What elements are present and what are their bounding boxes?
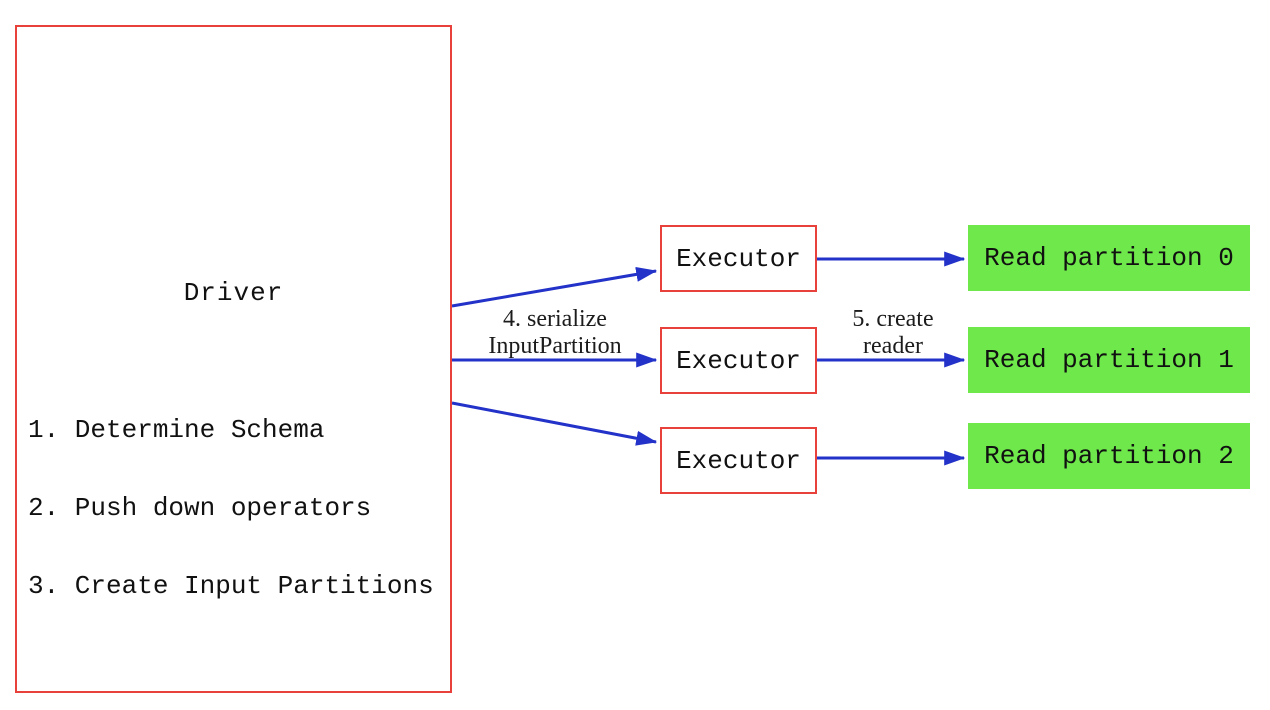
arrow-label-create-reader-line2: reader: [863, 333, 923, 359]
arrow-label-create-reader: 5. create reader: [810, 306, 976, 360]
executor-box-2: Executor: [660, 427, 817, 494]
executor-label-2: Executor: [676, 445, 801, 476]
arrow-driver-to-executor-0: [451, 266, 658, 308]
driver-box: Driver 1. Determine Schema 2. Push down …: [15, 25, 452, 693]
driver-step-3: 3. Create Input Partitions: [28, 571, 434, 601]
read-partition-box-0: Read partition 0: [968, 225, 1250, 291]
executor-label-0: Executor: [676, 243, 801, 274]
driver-step-1: 1. Determine Schema: [28, 415, 325, 445]
arrow-label-serialize-line1: 4. serialize: [503, 306, 607, 332]
read-partition-label-2: Read partition 2: [984, 441, 1234, 471]
read-partition-label-0: Read partition 0: [984, 243, 1234, 273]
arrow-label-create-reader-line1: 5. create: [852, 306, 934, 332]
executor-box-0: Executor: [660, 225, 817, 292]
driver-title: Driver: [183, 278, 284, 308]
arrow-driver-to-executor-2: [451, 401, 658, 446]
read-partition-box-1: Read partition 1: [968, 327, 1250, 393]
arrow-label-serialize-line2: InputPartition: [488, 333, 622, 359]
read-partition-box-2: Read partition 2: [968, 423, 1250, 489]
executor-label-1: Executor: [676, 345, 801, 376]
driver-steps-list: 1. Determine Schema 2. Push down operato…: [28, 365, 434, 651]
read-partition-label-1: Read partition 1: [984, 345, 1234, 375]
executor-box-1: Executor: [660, 327, 817, 394]
arrow-label-serialize-inputpartition: 4. serialize InputPartition: [455, 306, 655, 360]
driver-step-2: 2. Push down operators: [28, 493, 372, 523]
